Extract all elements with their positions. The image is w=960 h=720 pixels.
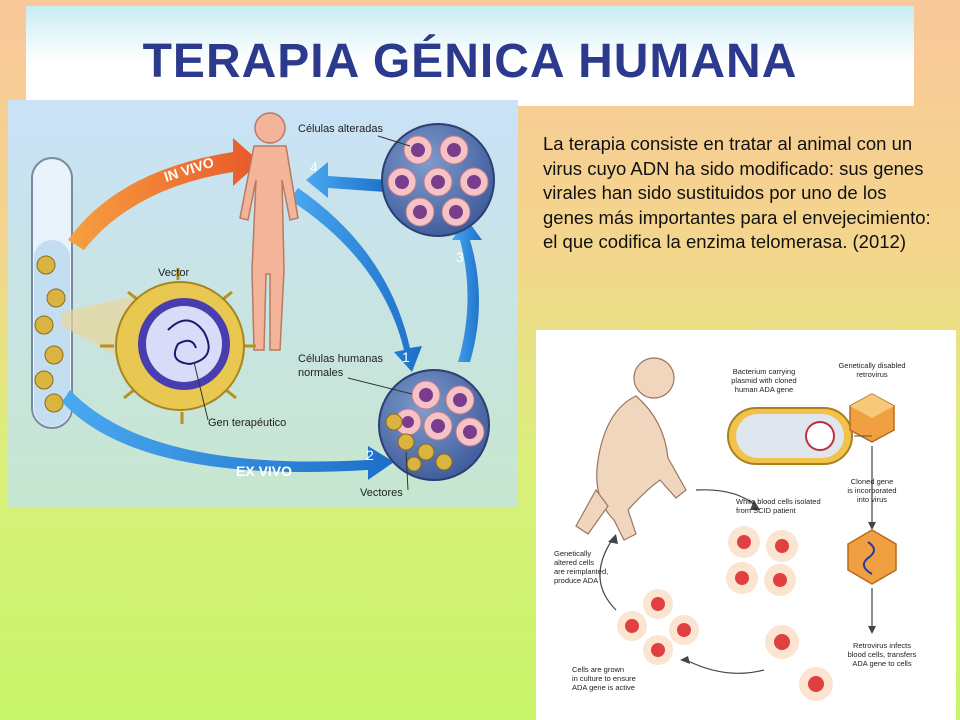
altered-label-l1: Genetically [554,549,591,558]
arrow-step-1: 1 [290,188,422,372]
title-banner: TERAPIA GÉNICA HUMANA [26,6,914,106]
altered-label-l4: produce ADA [554,576,598,585]
infected-cells [765,625,833,701]
altered-cells-circle [381,123,495,237]
grown-label-l2: in culture to ensure [572,674,636,683]
cloned-gene-label-l2: is incorporated [847,486,896,495]
gene-therapy-diagram: IN VIVO EX VIVO 2 4 3 1 [8,100,518,508]
vector-virus [100,268,256,424]
step-1: 1 [402,349,410,365]
altered-label-l2: altered cells [554,558,594,567]
vectors-label: Vectores [360,487,403,499]
normal-cells-label-line1: Células humanas [298,353,383,365]
bacterium [727,407,853,465]
test-tube [31,157,73,429]
step-3: 3 [456,249,464,265]
cultured-cells [617,589,699,665]
altered-label-l3: are reimplanted, [554,567,608,576]
white-blood-cells [726,526,798,596]
retrovirus-with-gene [847,529,897,585]
therapeutic-gene-label: Gen terapéutico [208,417,286,429]
grown-label-l1: Cells are grown [572,665,624,674]
white-cells-label-l2: from SCID patient [736,506,797,515]
arrow-step-3: 3 [452,218,482,362]
ex-vivo-arrow: EX VIVO 2 [62,390,394,480]
step-2: 2 [366,447,374,463]
gene-therapy-svg: IN VIVO EX VIVO 2 4 3 1 [31,112,495,499]
bacterium-label-l3: human ADA gene [735,385,793,394]
normal-cells-label-line2: normales [298,367,344,379]
retrovirus-label-l2: retrovirus [856,370,888,379]
white-cells-label-l1: White blood cells isolated [736,497,821,506]
vector-label: Vector [158,267,190,279]
ex-vivo-label: EX VIVO [236,463,292,479]
retrovirus-top [849,393,895,443]
cloned-gene-label-l3: into virus [857,495,887,504]
cloned-gene-label-l1: Cloned gene [851,477,894,486]
bacterium-label-l1: Bacterium carrying [733,367,796,376]
description-text: La terapia consiste en tratar al animal … [543,133,931,252]
normal-cells-circle [378,369,490,481]
arrow-step-4: 4 [306,159,388,198]
grown-label-l3: ADA gene is active [572,683,635,692]
baby-figure [575,357,687,541]
ada-therapy-svg: Genetically disabled retrovirus Bacteriu… [554,357,917,701]
retrovirus-label-l1: Genetically disabled [838,361,905,370]
ada-gene-therapy-diagram: Genetically disabled retrovirus Bacteriu… [536,330,956,720]
page-title: TERAPIA GÉNICA HUMANA [142,35,798,88]
altered-cells-label: Células alteradas [298,123,383,135]
in-vivo-arrow: IN VIVO [68,138,260,250]
infects-label-l3: ADA gene to cells [852,659,911,668]
infects-label-l2: blood cells, transfers [848,650,917,659]
bacterium-label-l2: plasmid with cloned [731,376,796,385]
infects-label-l1: Retrovirus infects [853,641,911,650]
human-body-figure [239,112,299,351]
step-4: 4 [310,159,318,175]
